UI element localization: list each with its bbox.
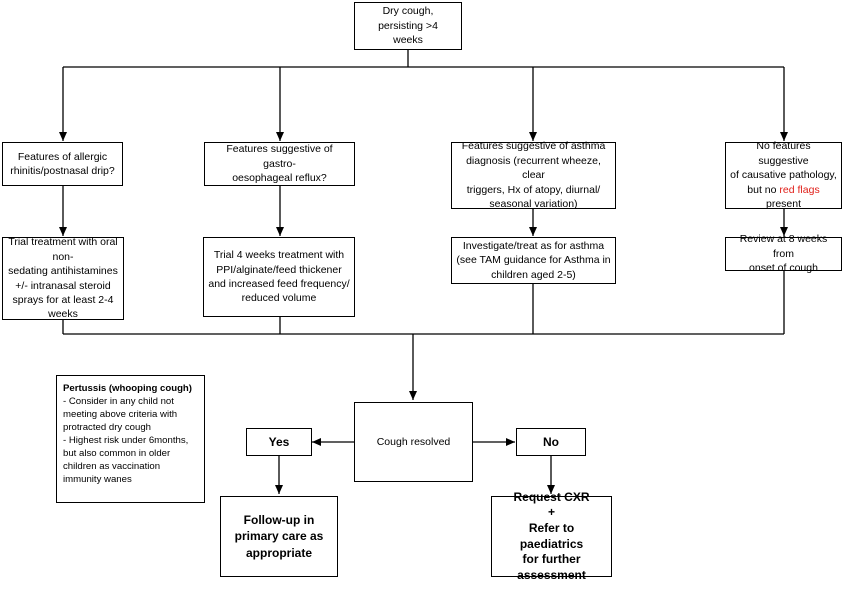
start-box: Dry cough, persisting >4 weeks [354, 2, 462, 50]
ppi-trial-box: Trial 4 weeks treatment with PPI/alginat… [203, 237, 355, 317]
no-features-line: but no red flags present [730, 183, 837, 212]
no-label: No [543, 434, 559, 449]
no-features-line: of causative pathology, [730, 169, 837, 182]
asthma-features-box: Features suggestive of asthma diagnosis … [451, 140, 616, 211]
review-line: onset of cough [749, 262, 818, 275]
cough-resolved-label: Cough resolved [376, 435, 451, 448]
ppi-line: PPI/alginate/feed thickener [216, 263, 342, 276]
request-line: Request CXR [513, 489, 590, 504]
pertussis-line: - Highest risk under 6months, [63, 435, 189, 447]
pertussis-note: Pertussis (whooping cough) - Consider in… [56, 375, 205, 503]
pertussis-line: but also common in older [63, 448, 171, 460]
start-line: weeks [393, 34, 423, 47]
pertussis-line: protracted dry cough [63, 422, 151, 434]
pertussis-line: meeting above criteria with [63, 409, 178, 421]
investigate-line: (see TAM guidance for Asthma in [456, 254, 611, 267]
antihistamine-trial-box: Trial treatment with oral non- sedating … [2, 236, 124, 321]
start-line: persisting >4 [378, 19, 438, 32]
antihistamine-line: Trial treatment with oral [8, 236, 118, 249]
request-line: Refer to paediatrics [519, 520, 584, 551]
yes-box: Yes [246, 428, 312, 456]
followup-line: primary care as [234, 529, 324, 544]
request-cxr-box: Request CXR + Refer to paediatrics for f… [491, 490, 612, 582]
asthma-line: triggers, Hx of atopy, diurnal/ [466, 183, 601, 196]
allergic-rhinitis-box: Features of allergic rhinitis/postnasal … [2, 142, 123, 186]
no-features-line: No features suggestive [756, 140, 811, 167]
allergic-line: rhinitis/postnasal drip? [10, 165, 115, 177]
ppi-line: reduced volume [241, 292, 317, 305]
followup-line: appropriate [245, 545, 312, 560]
asthma-investigate-box: Investigate/treat as for asthma (see TAM… [451, 237, 616, 284]
antihistamine-line: sedating antihistamines [8, 265, 118, 278]
followup-line: Follow-up in [243, 513, 315, 528]
reflux-line: oesophageal reflux? [232, 172, 327, 185]
review-line: Review at 8 weeks from [739, 233, 828, 260]
request-line: + [547, 505, 555, 520]
reflux-line: Features suggestive of gastro- [226, 143, 333, 170]
ppi-line: Trial 4 weeks treatment with [213, 249, 345, 262]
investigate-line: children aged 2-5) [491, 268, 576, 281]
no-features-text: present [765, 198, 802, 211]
cough-resolved-box: Cough resolved [354, 402, 473, 482]
antihistamine-line: non- [52, 250, 74, 263]
antihistamine-line: +/- intranasal steroid [15, 279, 111, 292]
red-flags-text: red flags [779, 183, 820, 196]
request-line: assessment [517, 567, 586, 582]
pertussis-line: - Consider in any child not [63, 396, 174, 408]
asthma-line: Features suggestive of asthma [461, 140, 606, 153]
start-line: Dry cough, [382, 5, 434, 18]
reflux-box: Features suggestive of gastro- oesophage… [204, 142, 355, 186]
antihistamine-line: sprays for at least 2-4 [12, 293, 114, 306]
asthma-line: diagnosis (recurrent wheeze, clear [466, 154, 601, 182]
investigate-line: Investigate/treat as for asthma [462, 239, 605, 252]
antihistamine-line: weeks [48, 308, 78, 321]
asthma-line: seasonal variation) [489, 198, 578, 211]
allergic-line: Features of allergic [17, 150, 108, 163]
no-features-text: but no [747, 183, 780, 196]
pertussis-line: children as vaccination [63, 461, 161, 473]
yes-label: Yes [268, 434, 290, 449]
review-box: Review at 8 weeks from onset of cough [725, 233, 842, 274]
no-box: No [516, 428, 586, 456]
pertussis-title: Pertussis (whooping cough) [63, 383, 192, 394]
ppi-line: and increased feed frequency/ [208, 278, 350, 290]
pertussis-line: immunity wanes [63, 474, 132, 486]
followup-box: Follow-up in primary care as appropriate [220, 496, 338, 577]
request-line: for further [522, 552, 581, 567]
no-features-box: No features suggestive of causative path… [725, 140, 842, 212]
